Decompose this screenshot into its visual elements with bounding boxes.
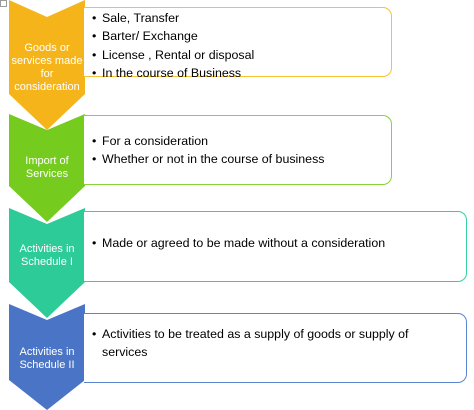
chevron-goods-services-consideration: Goods or services made for consideration [9, 0, 85, 130]
label-line: consideration [14, 81, 80, 93]
details-box-goods-services: Sale, Transfer Barter/ Exchange License … [84, 7, 392, 82]
label-line: Activities in [19, 346, 75, 358]
corner-marker [0, 0, 7, 7]
bullet-item: For a consideration [92, 132, 381, 151]
bullet-item: Barter/ Exchange [92, 27, 381, 46]
bullet-item: Whether or not in the course of business [92, 150, 381, 169]
chevron-shape [9, 0, 85, 130]
bullet-item: In the course of Business [92, 64, 381, 83]
chevron-shape [9, 208, 85, 318]
bullet-list: Activities to be treated as a supply of … [92, 325, 456, 362]
chevron-label: Activities in Schedule II [9, 346, 85, 372]
chevron-fill [9, 0, 85, 130]
bullet-item: Made or agreed to be made without a cons… [92, 234, 456, 253]
label-line: Goods or [24, 42, 70, 54]
details-box-import-services: For a consideration Whether or not in th… [84, 115, 392, 185]
label-line: Schedule I [21, 256, 73, 268]
bullet-item: License , Rental or disposal [92, 46, 381, 65]
bullet-list: Sale, Transfer Barter/ Exchange License … [92, 9, 381, 82]
label-line: Services [25, 168, 69, 180]
details-box-schedule-1: Made or agreed to be made without a cons… [84, 211, 467, 282]
label-line: for [40, 68, 54, 80]
chevron-import-of-services: Import of Services [9, 114, 85, 222]
bullet-item: Activities to be treated as a supply of … [92, 325, 456, 362]
chevron-label: Import of Services [9, 155, 85, 181]
chevron-label: Goods or services made for consideration [9, 42, 85, 94]
chevron-activities-schedule-2: Activities in Schedule II [9, 304, 85, 410]
bullet-item: Sale, Transfer [92, 9, 381, 28]
chevron-fill [9, 208, 85, 318]
chevron-fill [9, 114, 85, 222]
chevron-shape [9, 304, 85, 410]
bullet-list: For a consideration Whether or not in th… [92, 132, 381, 169]
chevron-fill [9, 304, 85, 410]
label-line: services made [11, 55, 83, 67]
chevron-label: Activities in Schedule I [9, 243, 85, 269]
label-line: Import of [25, 155, 69, 167]
chevron-activities-schedule-1: Activities in Schedule I [9, 208, 85, 318]
label-line: Schedule II [19, 359, 75, 371]
bullet-list: Made or agreed to be made without a cons… [92, 234, 456, 253]
details-box-schedule-2: Activities to be treated as a supply of … [84, 313, 467, 383]
label-line: Activities in [19, 243, 75, 255]
chevron-shape [9, 114, 85, 222]
